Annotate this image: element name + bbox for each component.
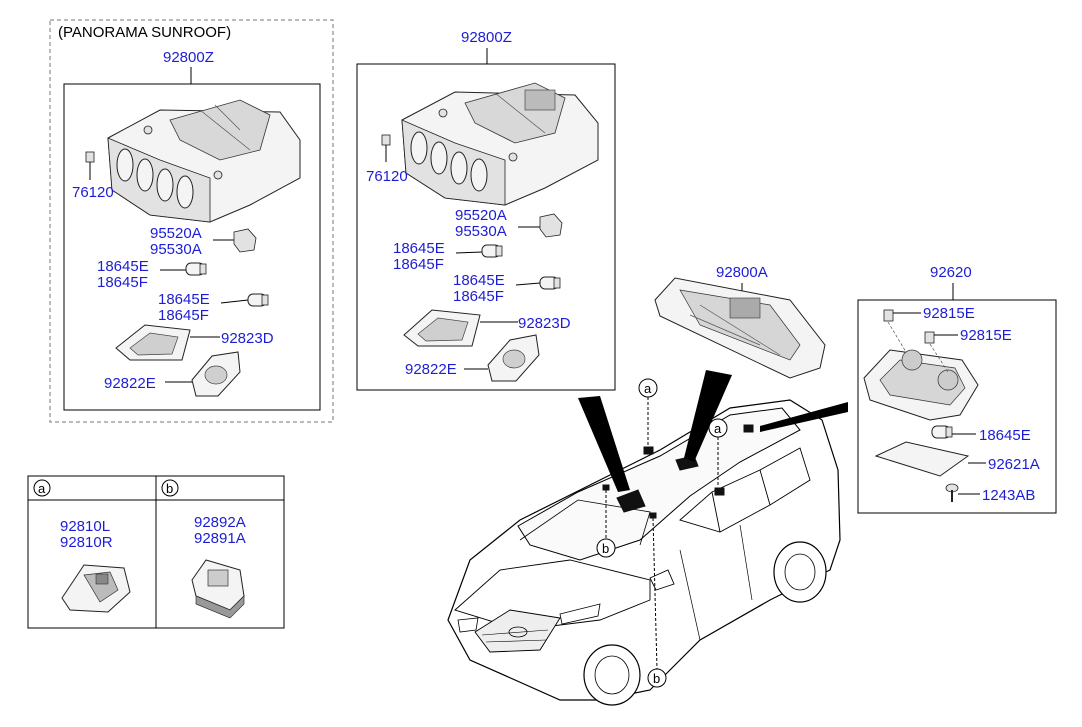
callout-a1: a — [644, 381, 652, 396]
vanity-part2-label: 92810R — [60, 534, 113, 551]
panorama-clip-label: 76120 — [72, 184, 114, 201]
panorama-switch-icon — [233, 228, 257, 253]
standard-switch-label-b: 95530A — [455, 223, 507, 240]
standard-clip-label: 76120 — [366, 168, 408, 185]
panorama-console-drawing — [107, 99, 301, 223]
standard-bulb1-label-b: 18645F — [393, 256, 444, 273]
roomlamp-lens-a-icon — [883, 309, 894, 322]
vanity-lamp-drawing — [61, 564, 131, 613]
standard-clip-icon — [381, 134, 391, 146]
standard-console-drawing — [401, 82, 599, 206]
panorama-caption: (PANORAMA SUNROOF) — [58, 24, 231, 41]
standard-lamp-label: 92822E — [405, 361, 457, 378]
panorama-bulb2-icon — [247, 293, 269, 307]
table-marker-b-circle — [161, 479, 179, 497]
callout-b1-circle — [596, 538, 616, 558]
console-assembly-label: 92800A — [716, 264, 768, 281]
roomlamp-frame — [857, 299, 1057, 514]
panorama-bulb1-label-a: 18645E — [97, 258, 149, 275]
panorama-bulb2-label-a: 18645E — [158, 291, 210, 308]
standard-bulb2-label-b: 18645F — [453, 288, 504, 305]
standard-bulb2-label-a: 18645E — [453, 272, 505, 289]
roomlamp-lens-b-label: 92815E — [960, 327, 1012, 344]
console-92800a-drawing — [654, 277, 826, 379]
panorama-bulb2-label-b: 18645F — [158, 307, 209, 324]
roomlamp-cover-label: 92621A — [988, 456, 1040, 473]
leader-roomlamp — [760, 402, 848, 432]
mapbox-part1-label: 92892A — [194, 514, 246, 531]
panorama-lens-label: 92823D — [221, 330, 274, 347]
callout-b1: b — [602, 541, 609, 556]
standard-bulb2-icon — [539, 276, 561, 290]
panorama-clip-icon — [85, 151, 95, 163]
roomlamp-lens-a-label: 92815E — [923, 305, 975, 322]
standard-lamp-icon — [487, 334, 540, 382]
table-marker-a: a — [38, 481, 46, 496]
roomlamp-assembly-label: 92620 — [930, 264, 972, 281]
standard-switch-icon — [539, 213, 563, 238]
callout-a2: a — [714, 421, 722, 436]
leader-panorama — [578, 396, 630, 492]
standard-lens-label: 92823D — [518, 315, 571, 332]
standard-switch-label-a: 95520A — [455, 207, 507, 224]
table-marker-a-circle — [33, 479, 51, 497]
roomlamp-cover-icon — [874, 441, 970, 477]
standard-lens-icon — [403, 309, 481, 347]
panorama-bulb1-label-b: 18645F — [97, 274, 148, 291]
vanity-table — [27, 475, 285, 629]
roomlamp-screw-icon — [945, 483, 959, 502]
standard-bulb1-icon — [481, 244, 503, 258]
roomlamp-bulb-icon — [931, 425, 953, 439]
vanity-part1-label: 92810L — [60, 518, 110, 535]
roomlamp-screw-label: 1243AB — [982, 487, 1035, 504]
panorama-switch-label-a: 95520A — [150, 225, 202, 242]
panorama-assembly-label: 92800Z — [163, 49, 214, 66]
roomlamp-lens-b-icon — [924, 331, 935, 344]
vehicle-drawing — [447, 399, 841, 706]
standard-assembly-label: 92800Z — [461, 29, 512, 46]
standard-bulb1-label-a: 18645E — [393, 240, 445, 257]
panorama-lamp-label: 92822E — [104, 375, 156, 392]
callout-b2: b — [653, 671, 660, 686]
panorama-dashed-frame — [49, 19, 334, 423]
table-marker-b: b — [166, 481, 173, 496]
roomlamp-housing-drawing — [863, 321, 979, 421]
mapbox-part2-label: 92891A — [194, 530, 246, 547]
panorama-inner-frame — [63, 83, 321, 411]
standard-frame — [356, 63, 616, 391]
panorama-lamp-icon — [191, 351, 241, 397]
panorama-lens-icon — [115, 324, 191, 361]
leader-console — [684, 370, 732, 462]
roomlamp-bulb-label: 18645E — [979, 427, 1031, 444]
mapbox-lamp-drawing — [191, 559, 245, 619]
panorama-switch-label-b: 95530A — [150, 241, 202, 258]
panorama-bulb1-icon — [185, 262, 207, 276]
